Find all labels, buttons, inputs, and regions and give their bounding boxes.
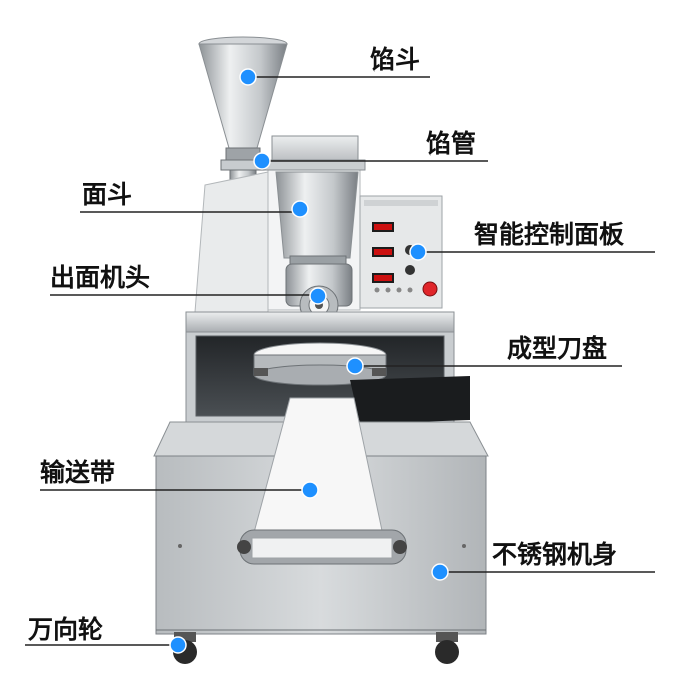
label-dough-outlet-head: 出面机头	[50, 263, 151, 292]
conveyor-belt-shape	[237, 397, 407, 565]
marker-dough-hopper	[291, 200, 309, 218]
marker-cutter-disc	[346, 357, 364, 375]
marker-casters	[169, 636, 187, 654]
marker-dough-outlet	[309, 287, 327, 305]
marker-conveyor	[301, 481, 319, 499]
casters-shape	[173, 632, 459, 664]
label-filling-tube: 馅管	[426, 129, 477, 158]
label-stainless-steel-body: 不锈钢机身	[492, 540, 618, 569]
label-smart-control-panel: 智能控制面板	[474, 220, 625, 249]
label-conveyor-belt: 输送带	[40, 458, 116, 487]
label-dough-hopper: 面斗	[82, 180, 133, 209]
leader-lines	[25, 76, 655, 646]
label-forming-cutter-disc: 成型刀盘	[507, 334, 608, 363]
marker-body	[431, 563, 449, 581]
marker-filling-hopper	[239, 68, 257, 86]
marker-filling-tube	[253, 152, 271, 170]
label-filling-hopper: 馅斗	[370, 45, 421, 74]
marker-dots	[169, 68, 449, 654]
marker-control-panel	[409, 243, 427, 261]
label-universal-casters: 万向轮	[28, 615, 104, 644]
